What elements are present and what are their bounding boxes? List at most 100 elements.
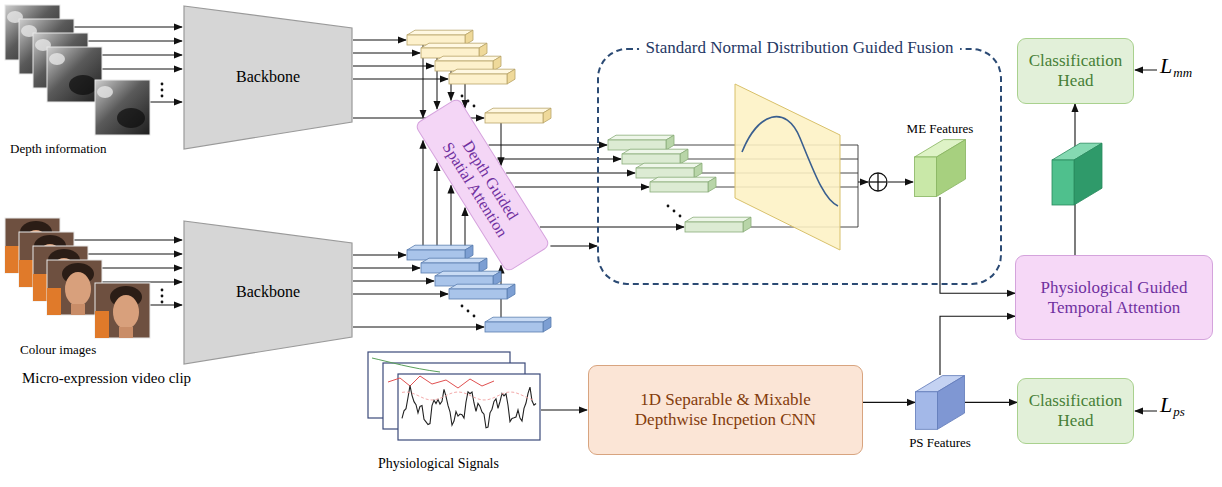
caption-label: Depth information <box>10 142 106 156</box>
frame <box>95 283 150 338</box>
feature-bar <box>622 149 688 164</box>
feature-vector: PS Features <box>890 375 990 451</box>
node-text: Physiological Guided Temporal Attention <box>1029 278 1199 317</box>
bar-side <box>543 108 551 123</box>
depth-blob <box>97 86 113 98</box>
bar-front <box>622 154 680 164</box>
arrow-line <box>1135 411 1157 412</box>
bar-top <box>407 245 473 250</box>
bar-front <box>485 113 543 123</box>
feature-bar <box>485 108 551 123</box>
shirt <box>19 260 33 287</box>
arrow-line <box>353 281 434 282</box>
ellipsis-dot <box>161 289 164 292</box>
arrow-line <box>353 40 406 41</box>
bar-side <box>465 30 473 45</box>
feature-bar <box>407 245 473 260</box>
feature-bar <box>449 69 515 84</box>
bar-top <box>435 56 501 61</box>
ellipsis-dot <box>161 301 164 304</box>
bar-shape <box>915 375 965 430</box>
bar-side <box>507 284 515 299</box>
bar-graphic <box>914 139 966 197</box>
loss-symbol: L <box>1160 54 1172 78</box>
bar-side <box>479 43 487 58</box>
signal-trace <box>402 392 534 400</box>
arrow-line <box>423 141 424 250</box>
ellipsis-dot <box>679 215 682 218</box>
signal-trace <box>402 386 536 428</box>
node-text: Backbone <box>236 283 300 301</box>
shirt <box>33 274 47 301</box>
bar-front <box>449 289 507 299</box>
bar-top <box>685 217 751 222</box>
arrow-line <box>497 159 621 160</box>
bar-top <box>622 149 688 154</box>
attention-block: Physiological Guided Temporal Attention <box>1015 255 1213 340</box>
process-box: 1D Separable & Mixable Depthwise Incpeti… <box>588 365 863 455</box>
bar-side <box>938 376 965 430</box>
feature-bar <box>636 163 702 178</box>
node-text: Depth Guided Spatial Attention <box>433 122 530 247</box>
bar-top <box>421 258 487 263</box>
arrow-line <box>1135 70 1157 71</box>
arrow-line <box>465 84 466 108</box>
bar-side <box>743 217 751 232</box>
bar-top <box>485 317 551 322</box>
node-text: 1D Separable & Mixable Depthwise Incpeti… <box>623 390 828 429</box>
backbone-block: Backbone <box>183 5 353 150</box>
arrow-line <box>74 41 182 42</box>
arrow-line <box>60 27 182 28</box>
arrow-line <box>60 240 182 241</box>
connector-arrow <box>550 245 597 246</box>
feature-bar <box>421 258 487 273</box>
bar-front <box>685 222 743 232</box>
bar-side <box>493 56 501 71</box>
bar-side <box>680 149 688 164</box>
face <box>65 272 91 306</box>
bar-side <box>1074 143 1102 205</box>
arrow-line <box>353 268 420 269</box>
depth-blob <box>49 53 65 65</box>
neck <box>71 304 85 315</box>
bar-top <box>407 30 473 35</box>
caption-label: Colour images <box>20 343 96 357</box>
bar-front <box>485 322 543 332</box>
bar-top <box>608 135 674 140</box>
colour-frame <box>47 260 102 315</box>
node-text: Classification Head <box>1023 391 1128 430</box>
ellipsis-dot <box>673 210 676 213</box>
fusion-region: Standard Normal Distribution Guided Fusi… <box>597 48 1002 285</box>
bar-top <box>421 43 487 48</box>
ellipsis-dot <box>461 95 464 98</box>
arrow-line <box>353 79 448 80</box>
caption-label: Micro-expression video clip <box>22 370 191 387</box>
node-text: ME Features <box>907 122 974 137</box>
backbone-block: Backbone <box>183 220 353 365</box>
connector-arrow <box>940 197 1015 293</box>
bar-top <box>449 69 515 74</box>
arrow-line <box>515 187 649 188</box>
ellipsis-dot <box>461 305 464 308</box>
signal-trace <box>388 376 494 388</box>
ellipsis-dot <box>473 315 476 318</box>
connector-arrow <box>863 402 915 403</box>
loss-symbol: L <box>1160 393 1172 417</box>
bar-front <box>915 157 937 197</box>
bar-top <box>435 271 501 276</box>
ellipsis-dot <box>161 89 164 92</box>
bar-front <box>650 182 708 192</box>
feature-bar <box>421 43 487 58</box>
depth-blob <box>117 108 145 128</box>
bar-top <box>650 177 716 182</box>
depth-blob <box>69 75 97 95</box>
arrow-line <box>489 145 607 146</box>
signal-frame <box>398 374 540 440</box>
arrow-line <box>540 227 684 228</box>
neck <box>119 327 133 338</box>
ellipsis-dot <box>473 105 476 108</box>
feature-vector: ME Features <box>895 122 985 197</box>
arrow-line <box>353 66 434 67</box>
bar-front <box>449 74 507 84</box>
